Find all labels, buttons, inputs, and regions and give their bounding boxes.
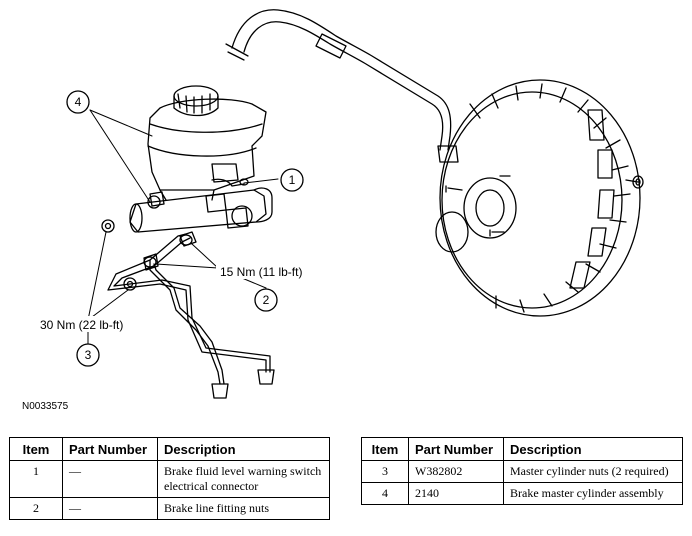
table-header-row: Item Part Number Description (9, 437, 330, 461)
fluid-reservoir (147, 85, 267, 201)
header-item: Item (9, 437, 63, 461)
cell-part-number: — (62, 460, 158, 498)
callout-circle-4 (66, 90, 90, 114)
table-row: 1 — Brake fluid level warning switch ele… (9, 460, 330, 498)
callout-circle-2 (254, 288, 278, 312)
cell-part-number: W382802 (408, 460, 504, 483)
table-row: 3 W382802 Master cylinder nuts (2 requir… (361, 460, 683, 483)
header-item: Item (361, 437, 409, 461)
header-description: Description (503, 437, 683, 461)
header-part-number: Part Number (408, 437, 504, 461)
cell-item: 4 (361, 482, 409, 505)
vacuum-hose (225, 9, 459, 163)
callout-circle-1 (280, 168, 304, 192)
callout-circle-3 (76, 343, 100, 367)
cell-part-number: — (62, 497, 158, 520)
header-part-number: Part Number (62, 437, 158, 461)
callout-number-3: 3 (85, 348, 92, 362)
table-row: 4 2140 Brake master cylinder assembly (361, 482, 683, 505)
cell-item: 3 (361, 460, 409, 483)
cell-part-number: 2140 (408, 482, 504, 505)
parts-table-left: Item Part Number Description 1 — Brake f… (9, 437, 330, 520)
table-header-row: Item Part Number Description (361, 437, 683, 461)
figure-id: N0033575 (22, 401, 69, 412)
cell-description: Brake line fitting nuts (157, 497, 330, 520)
brake-booster (435, 79, 644, 317)
master-cylinder-body (129, 178, 273, 233)
cell-description: Brake master cylinder assembly (503, 482, 683, 505)
callout-number-4: 4 (75, 95, 82, 109)
cell-description: Master cylinder nuts (2 required) (503, 460, 683, 483)
brake-master-cylinder-illustration: 4 1 2 3 15 Nm (11 lb-ft) 30 Nm (22 lb-ft… (22, 9, 644, 412)
torque-label-cylinder-nuts: 30 Nm (22 lb-ft) (40, 318, 123, 332)
cell-description: Brake fluid level warning switch electri… (157, 460, 330, 498)
parts-table-right: Item Part Number Description 3 W382802 M… (361, 437, 683, 505)
callout-number-2: 2 (263, 293, 270, 307)
table-row: 2 — Brake line fitting nuts (9, 497, 330, 520)
torque-label-fitting-nuts: 15 Nm (11 lb-ft) (220, 265, 302, 279)
cell-item: 1 (9, 460, 63, 498)
brake-lines (107, 231, 275, 399)
header-description: Description (157, 437, 330, 461)
callout-number-1: 1 (289, 173, 296, 187)
leader-lines (87, 109, 279, 345)
master-cylinder-nuts (101, 219, 137, 291)
cell-item: 2 (9, 497, 63, 520)
